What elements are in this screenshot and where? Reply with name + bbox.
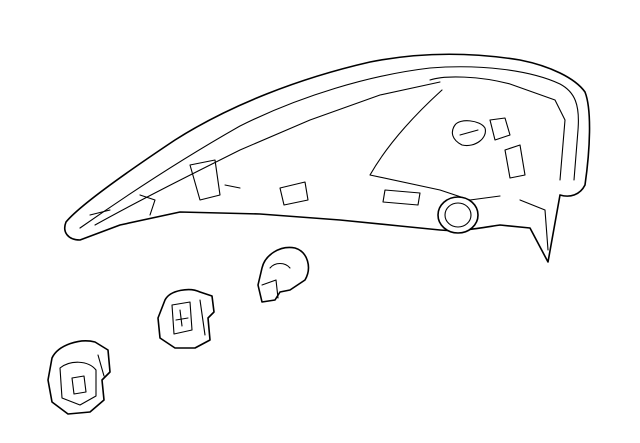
- bulb: [257, 246, 310, 303]
- bulb-socket-lower: [47, 340, 111, 415]
- lamp-socket-port: [437, 196, 479, 234]
- tail-lamp-housing: [64, 53, 591, 263]
- bulb-socket-upper: [157, 288, 215, 349]
